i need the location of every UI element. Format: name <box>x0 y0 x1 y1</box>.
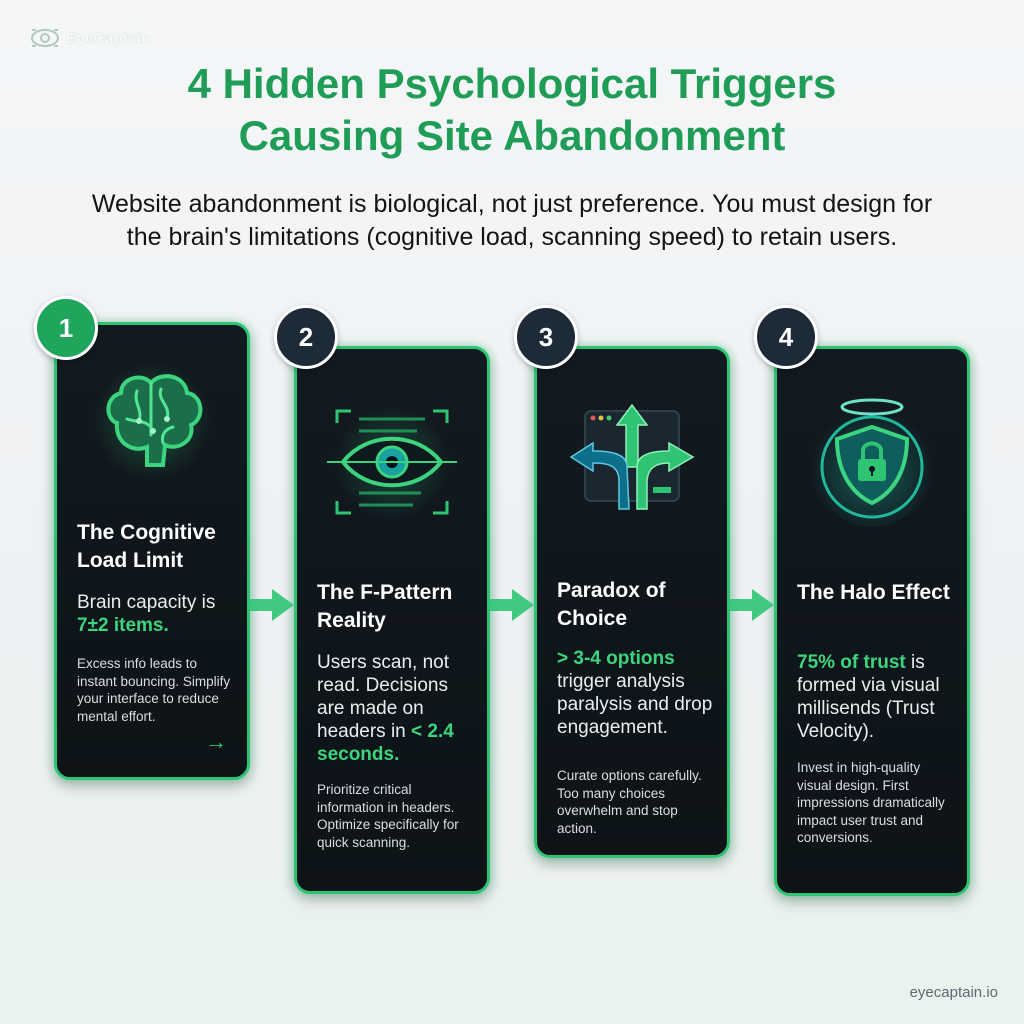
step-badge-3: 3 <box>514 305 578 369</box>
trigger-card-halo-effect: The Halo Effect 75% of trust is formed v… <box>774 346 970 896</box>
card-description: Invest in high-quality visual design. Fi… <box>797 760 945 845</box>
shield-lock-halo-icon <box>810 398 934 527</box>
subtitle-line-2: the brain's limitations (cognitive load,… <box>126 223 898 251</box>
lead-highlight: > 3-4 options <box>557 648 675 669</box>
card-title: Paradox of Choice <box>557 579 666 630</box>
lead-text-after: is formed via visual millisends (Trust V… <box>797 652 940 742</box>
lead-highlight: 7±2 items. <box>77 615 169 636</box>
card-title: The F-Pattern Reality <box>317 581 453 632</box>
brand-logo: EyeCaptain <box>30 26 151 50</box>
card-title: The Cognitive Load Limit <box>77 521 216 572</box>
connector-arrow-2-3 <box>488 589 534 621</box>
page-subtitle: Website abandonment is biological, not j… <box>40 188 984 254</box>
brain-icon <box>92 361 212 481</box>
step-badge-2: 2 <box>274 305 338 369</box>
branching-arrows-icon <box>569 403 695 510</box>
trigger-card-cognitive-load: The Cognitive Load Limit Brain capacity … <box>54 322 250 780</box>
trigger-card-paradox-of-choice: Paradox of Choice > 3-4 options trigger … <box>534 346 730 858</box>
title-line-1: 4 Hidden Psychological Triggers <box>187 60 837 107</box>
card-description: Excess info leads to instant bouncing. S… <box>77 656 231 724</box>
card-description: Prioritize critical information in heade… <box>317 782 459 850</box>
arrow-right-icon: → <box>205 729 227 754</box>
card-lead-text: 75% of trust is formed via visual millis… <box>797 651 955 743</box>
card-title: The Halo Effect <box>797 581 950 604</box>
subtitle-line-1: Website abandonment is biological, not j… <box>91 190 933 218</box>
title-line-2: Causing Site Abandonment <box>238 112 786 159</box>
brand-name: EyeCaptain <box>66 29 151 47</box>
eye-scan-icon <box>327 405 457 521</box>
lead-text: Users scan, not read. Decisions are made… <box>317 652 449 742</box>
trigger-card-f-pattern: The F-Pattern Reality Users scan, not re… <box>294 346 490 894</box>
card-lead-text: Brain capacity is 7±2 items. <box>77 591 235 637</box>
footer-domain: eyecaptain.io <box>909 984 998 1001</box>
step-badge-1: 1 <box>34 296 98 360</box>
connector-arrow-1-2 <box>248 589 294 621</box>
lead-text: Brain capacity is <box>77 592 216 613</box>
connector-arrow-3-4 <box>728 589 774 621</box>
lead-highlight: < 2.4 seconds. <box>317 721 454 765</box>
step-badge-4: 4 <box>754 305 818 369</box>
card-description: Curate options carefully. Too many choic… <box>557 768 702 836</box>
card-lead-text: > 3-4 options trigger analysis paralysis… <box>557 647 715 739</box>
lead-highlight: 75% of trust <box>797 652 906 673</box>
page-title: 4 Hidden Psychological Triggers Causing … <box>0 58 1024 162</box>
card-lead-text: Users scan, not read. Decisions are made… <box>317 651 475 766</box>
lead-text-after: trigger analysis paralysis and drop enga… <box>557 671 713 738</box>
eye-logo-icon <box>31 29 59 47</box>
